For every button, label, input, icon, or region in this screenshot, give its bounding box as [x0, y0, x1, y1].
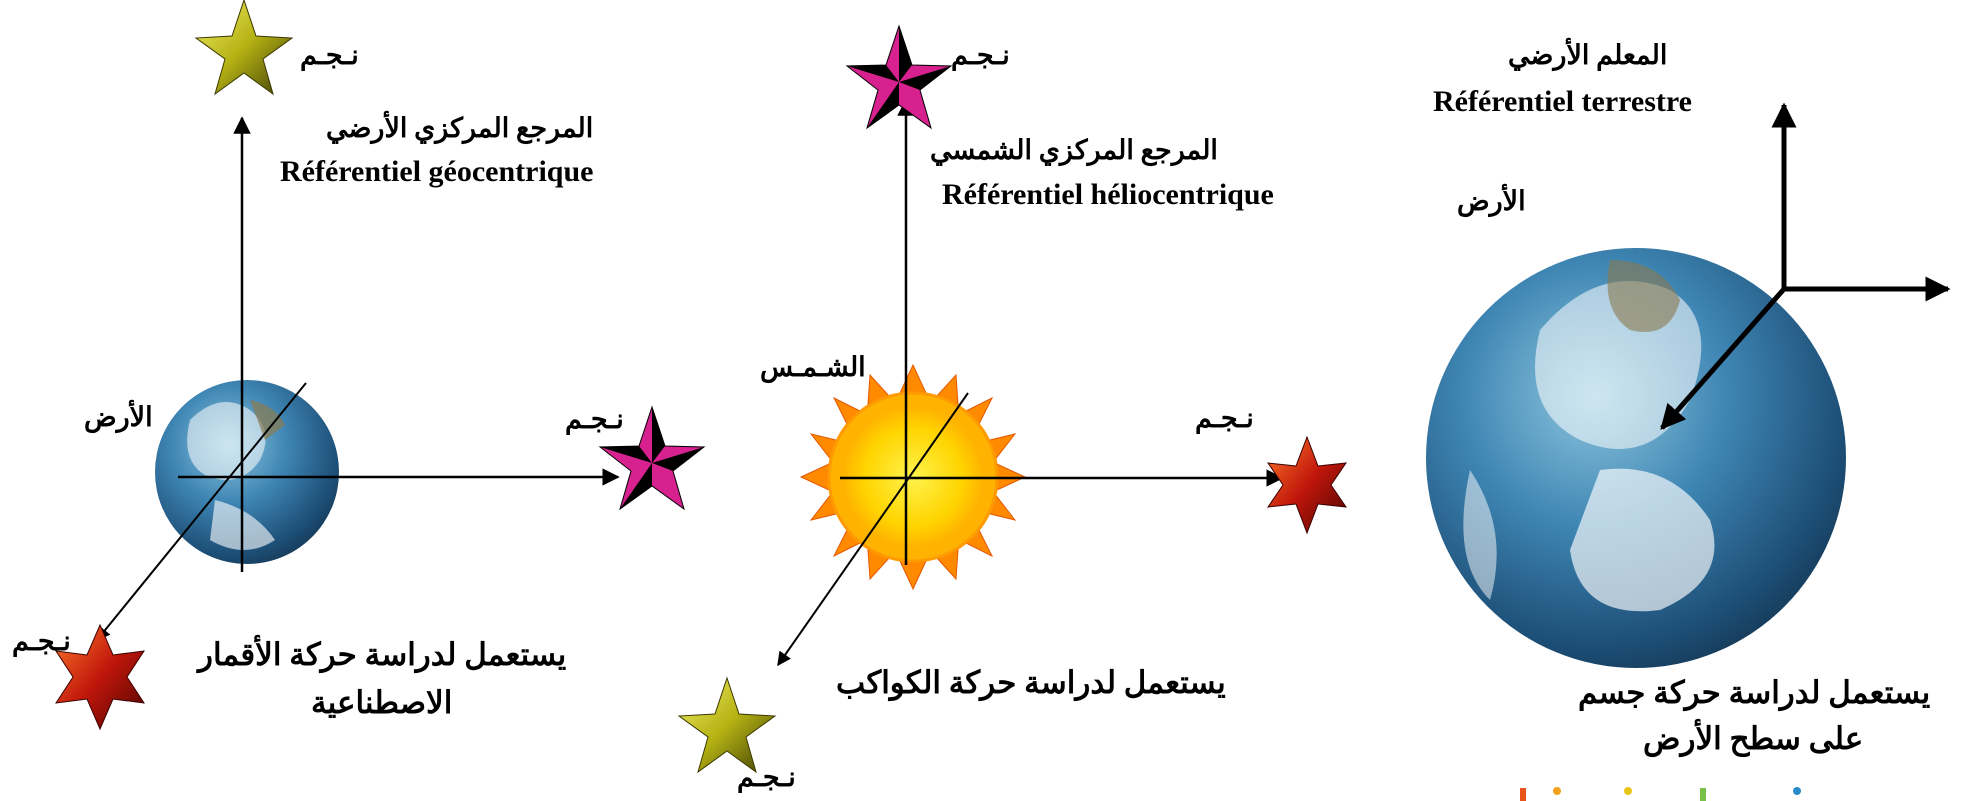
geo-star-top-label: نـجـم	[300, 40, 359, 70]
terr-axis-diag	[1660, 287, 1786, 430]
helio-axis-z	[777, 392, 969, 667]
geo-axis-z	[96, 382, 307, 642]
geo-usage-line2: الاصطناعية	[311, 685, 453, 720]
earth-large	[1426, 248, 1846, 668]
geocentric-panel	[54, 0, 706, 731]
helio-star-top-label: نـجـم	[951, 40, 1010, 70]
earth-small	[155, 380, 339, 564]
helio-center-label: الشـمـس	[760, 352, 866, 382]
heliocentric-panel	[677, 24, 1348, 774]
terr-usage-line1: يستعمل لدراسة حركة جسم	[1578, 675, 1931, 710]
decorative-marks	[1520, 787, 1801, 801]
star-top-geo-icon	[194, 0, 294, 96]
geo-center-label: الأرض	[84, 402, 153, 432]
terr-title-fr: Référentiel terrestre	[1433, 85, 1692, 118]
geo-title-ar: المرجع المركزي الأرضي	[326, 113, 594, 143]
geo-star-right-label: نـجـم	[565, 404, 624, 434]
star-right-helio-icon	[1266, 435, 1348, 535]
helio-usage: يستعمل لدراسة حركة الكواكب	[836, 665, 1226, 700]
helio-star-right-label: نـجـم	[1195, 403, 1254, 433]
geo-usage-line1: يستعمل لدراسة حركة الأقمار	[198, 637, 567, 672]
terr-earth-label: الأرض	[1457, 186, 1526, 216]
terr-usage-line2: على سطح الأرض	[1643, 721, 1864, 756]
helio-star-bottom-label: نـجـم	[737, 762, 796, 792]
star-bottom-helio-icon	[677, 676, 777, 774]
terrestrial-panel	[1426, 102, 1951, 668]
star-top-helio-icon	[845, 24, 953, 130]
terr-title-ar: المعلم الأرضي	[1508, 40, 1668, 70]
star-bottom-geo-icon	[54, 623, 146, 731]
geo-star-bottom-label: نـجـم	[12, 626, 71, 656]
geo-title-fr: Référentiel géocentrique	[280, 155, 594, 188]
star-right-geo-icon	[598, 405, 706, 511]
helio-title-ar: المرجع المركزي الشمسي	[930, 135, 1218, 165]
helio-title-fr: Référentiel héliocentrique	[942, 178, 1274, 211]
